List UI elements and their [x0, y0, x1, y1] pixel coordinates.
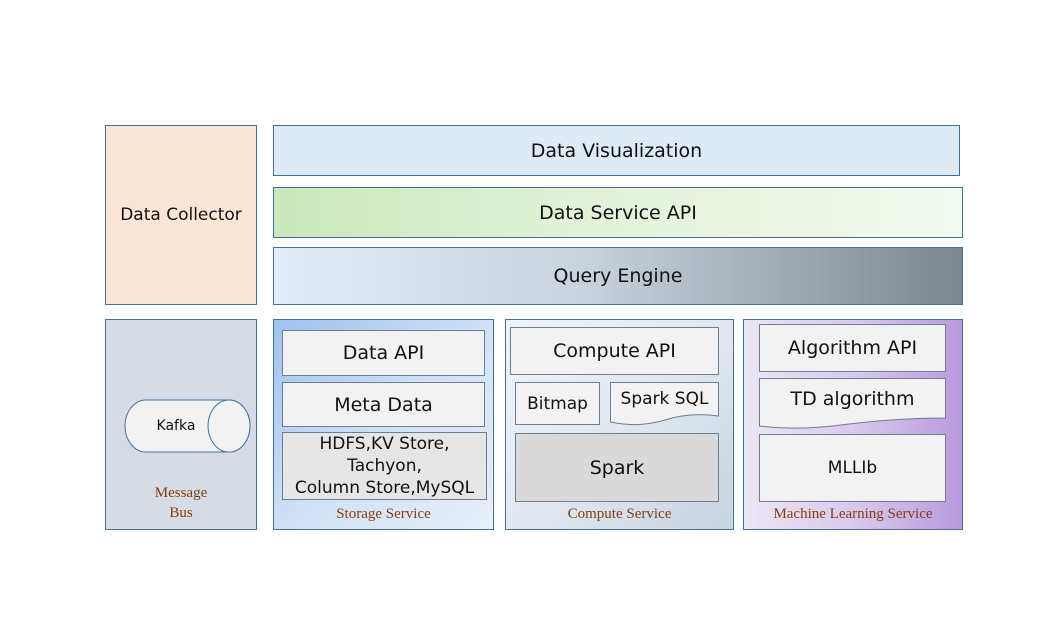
- data-service-api-label: Data Service API: [539, 201, 697, 224]
- data-api-box: Data API: [282, 330, 485, 376]
- storage-service-caption: Storage Service: [336, 506, 431, 522]
- mllib-label: MLLIb: [827, 458, 878, 478]
- data-api-label: Data API: [342, 342, 425, 364]
- storage-backends-line1: HDFS,KV Store,: [319, 434, 450, 454]
- spark-box: Spark: [515, 433, 719, 502]
- data-collector-box: Data Collector: [105, 125, 257, 305]
- ml-service-box: Algorithm API TD algorithm MLLIb Machine…: [743, 319, 963, 530]
- meta-data-label: Meta Data: [334, 393, 433, 416]
- storage-backends-line2: Tachyon,: [347, 456, 422, 476]
- spark-sql-label: Spark SQL: [620, 389, 709, 409]
- algorithm-api-box: Algorithm API: [759, 324, 946, 372]
- td-algorithm-document-icon: [759, 378, 946, 429]
- storage-backends-box: HDFS,KV Store, Tachyon, Column Store,MyS…: [282, 432, 487, 500]
- data-visualization-box: Data Visualization: [273, 125, 960, 176]
- td-algorithm-label: TD algorithm: [790, 388, 915, 410]
- ml-service-caption: Machine Learning Service: [773, 506, 933, 522]
- compute-service-box: Compute API Bitmap Spark SQL Spark Compu…: [505, 319, 734, 530]
- compute-api-label: Compute API: [553, 340, 676, 362]
- storage-service-box: Data API Meta Data HDFS,KV Store, Tachyo…: [273, 319, 494, 530]
- message-bus-caption-line1: Message: [154, 485, 208, 501]
- data-service-api-box: Data Service API: [273, 187, 963, 238]
- compute-api-box: Compute API: [510, 327, 719, 375]
- spark-sql-document-icon: [610, 382, 719, 426]
- storage-backends-line3: Column Store,MySQL: [294, 478, 475, 498]
- query-engine-box: Query Engine: [273, 247, 963, 305]
- bitmap-label: Bitmap: [527, 393, 588, 414]
- query-engine-label: Query Engine: [553, 265, 683, 287]
- meta-data-box: Meta Data: [282, 382, 485, 427]
- kafka-cylinder-icon: [124, 399, 251, 453]
- bitmap-box: Bitmap: [515, 382, 600, 425]
- kafka-label: Kafka: [156, 418, 196, 434]
- message-bus-caption-line2: Bus: [169, 505, 193, 521]
- compute-service-caption: Compute Service: [567, 506, 672, 522]
- message-bus-box: Kafka Message Bus: [105, 319, 257, 530]
- data-visualization-label: Data Visualization: [530, 139, 703, 162]
- algorithm-api-label: Algorithm API: [787, 337, 918, 359]
- spark-label: Spark: [589, 456, 645, 479]
- data-collector-label: Data Collector: [120, 205, 242, 225]
- mllib-box: MLLIb: [759, 434, 946, 502]
